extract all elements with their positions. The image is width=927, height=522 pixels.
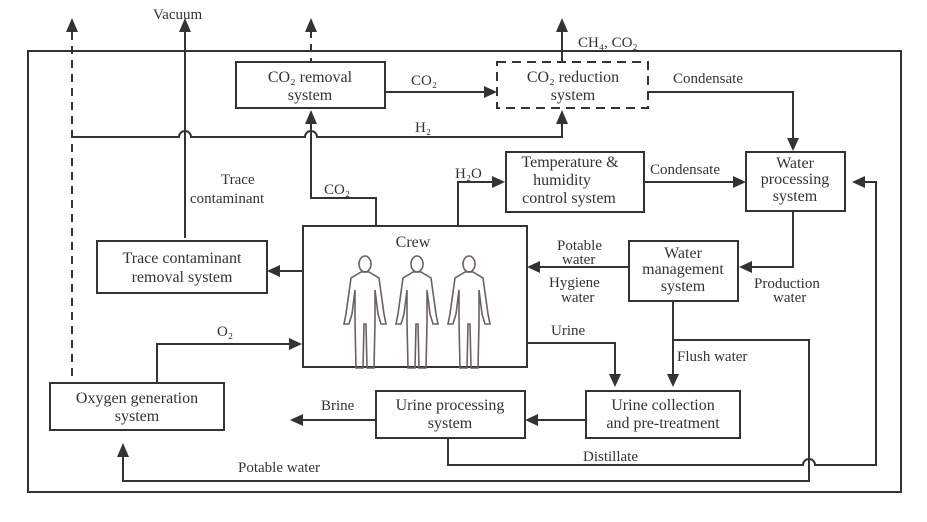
arrow-right-h2o — [492, 176, 505, 188]
urine-processing-line2: system — [428, 415, 473, 432]
label-potable-line2: water — [562, 252, 595, 268]
temperature-humidity-box[interactable]: Temperature & humidity control system — [505, 151, 645, 213]
urine-line — [527, 342, 616, 375]
urine-collection-line1: Urine collection — [611, 397, 715, 414]
water-processing-box[interactable]: Water processing system — [745, 151, 846, 212]
distillate-line — [447, 181, 877, 466]
oxygen-generation-line2: system — [115, 408, 160, 425]
arrow-left-potable — [527, 261, 540, 273]
water-processing-line1: Water — [776, 155, 814, 172]
urine-collection-line2: and pre-treatment — [606, 415, 720, 432]
arrow-left-brine — [290, 414, 303, 426]
water-processing-line2: processing — [761, 171, 829, 188]
label-condensate-mid: Condensate — [650, 162, 720, 178]
label-co2-crew: CO₂ — [324, 182, 350, 198]
co2-reduction-line2: system — [551, 87, 596, 104]
label-distillate: Distillate — [583, 449, 638, 465]
h2-line — [72, 122, 563, 138]
arrow-left-trace — [267, 265, 280, 277]
temp-humidity-line3: control system — [522, 190, 616, 207]
o2-line — [156, 343, 290, 383]
arrow-up-vacuum — [179, 18, 191, 32]
co2-removal-line1: CO₂ removal — [268, 69, 353, 86]
co2-reduction-box[interactable]: CO₂ reduction system — [496, 61, 649, 109]
water-management-box[interactable]: Water management system — [628, 240, 739, 302]
water-management-line3: system — [661, 278, 706, 295]
label-flush-water: Flush water — [677, 349, 747, 365]
label-potable-line1: Potable — [557, 238, 602, 254]
co2-reduction-line1: CO₂ reduction — [527, 69, 619, 86]
arrow-left-distillate — [852, 176, 865, 188]
oxygen-generation-box[interactable]: Oxygen generation system — [49, 382, 225, 431]
arrow-up-co2-removal — [305, 110, 317, 124]
water-management-line1: Water — [664, 245, 702, 262]
potable-water-bottom-line — [122, 339, 810, 482]
arrow-up-oxygen-gen — [117, 443, 129, 457]
label-hygiene-line2: water — [561, 290, 594, 306]
temp-humidity-line2: humidity — [533, 172, 591, 189]
label-vacuum: Vacuum — [153, 7, 202, 23]
arrow-up-co2-removal-vent — [305, 18, 317, 32]
arrow-right-o2 — [289, 338, 302, 350]
label-trace-line2: contaminant — [190, 191, 265, 207]
h2o-line — [457, 181, 494, 226]
co2-crew-line — [310, 122, 377, 226]
arrow-up-dashed-left — [66, 18, 78, 32]
person-figure-icon — [395, 255, 439, 369]
oxygen-generation-line1: Oxygen generation — [76, 390, 198, 407]
water-management-line2: management — [642, 261, 724, 278]
label-potable-water-bottom: Potable water — [238, 460, 320, 476]
arrow-left-production — [739, 261, 752, 273]
label-urine: Urine — [551, 323, 585, 339]
crew-figures — [343, 255, 491, 369]
arrow-left-urine-processing — [525, 414, 538, 426]
temp-humidity-line1: Temperature & — [521, 154, 619, 171]
arrow-right-condensate-mid — [733, 176, 746, 188]
label-hygiene-line1: Hygiene — [549, 275, 600, 291]
arrow-down-urine — [609, 374, 621, 387]
person-figure-icon — [343, 255, 387, 369]
label-h2: H₂ — [415, 120, 431, 136]
water-processing-line3: system — [773, 188, 818, 205]
urine-processing-box[interactable]: Urine processing system — [375, 390, 526, 439]
trace-contaminant-removal-box[interactable]: Trace contaminant removal system — [96, 240, 268, 294]
crew-title: Crew — [396, 234, 431, 251]
label-condensate-top: Condensate — [673, 71, 743, 87]
label-h2o: H₂O — [455, 166, 482, 182]
arrow-right-co2 — [484, 86, 497, 98]
co2-removal-line2: system — [288, 87, 333, 104]
crew-box[interactable]: Crew — [302, 225, 528, 369]
urine-processing-line1: Urine processing — [396, 397, 505, 414]
production-water-line — [752, 211, 794, 268]
label-ch4-co2: CH₄, CO₂ — [578, 35, 638, 51]
co2-removal-box[interactable]: CO₂ removal system — [235, 61, 386, 109]
urine-collection-box[interactable]: Urine collection and pre-treatment — [585, 390, 741, 439]
label-production-line2: water — [773, 290, 806, 306]
condensate-top-line — [648, 91, 794, 140]
trace-removal-line2: removal system — [132, 269, 233, 286]
arrow-down-flush — [667, 374, 679, 387]
label-brine: Brine — [321, 398, 355, 414]
label-trace-line1: Trace — [221, 172, 255, 188]
trace-removal-line1: Trace contaminant — [123, 250, 242, 267]
label-production-line1: Production — [754, 276, 820, 292]
arrow-up-h2 — [556, 110, 568, 124]
person-figure-icon — [447, 255, 491, 369]
arrow-up-ch4 — [556, 18, 568, 32]
arrow-down-condensate — [787, 138, 799, 151]
label-co2-top: CO₂ — [411, 73, 437, 89]
label-o2: O₂ — [217, 324, 233, 340]
outer-frame — [27, 50, 902, 493]
